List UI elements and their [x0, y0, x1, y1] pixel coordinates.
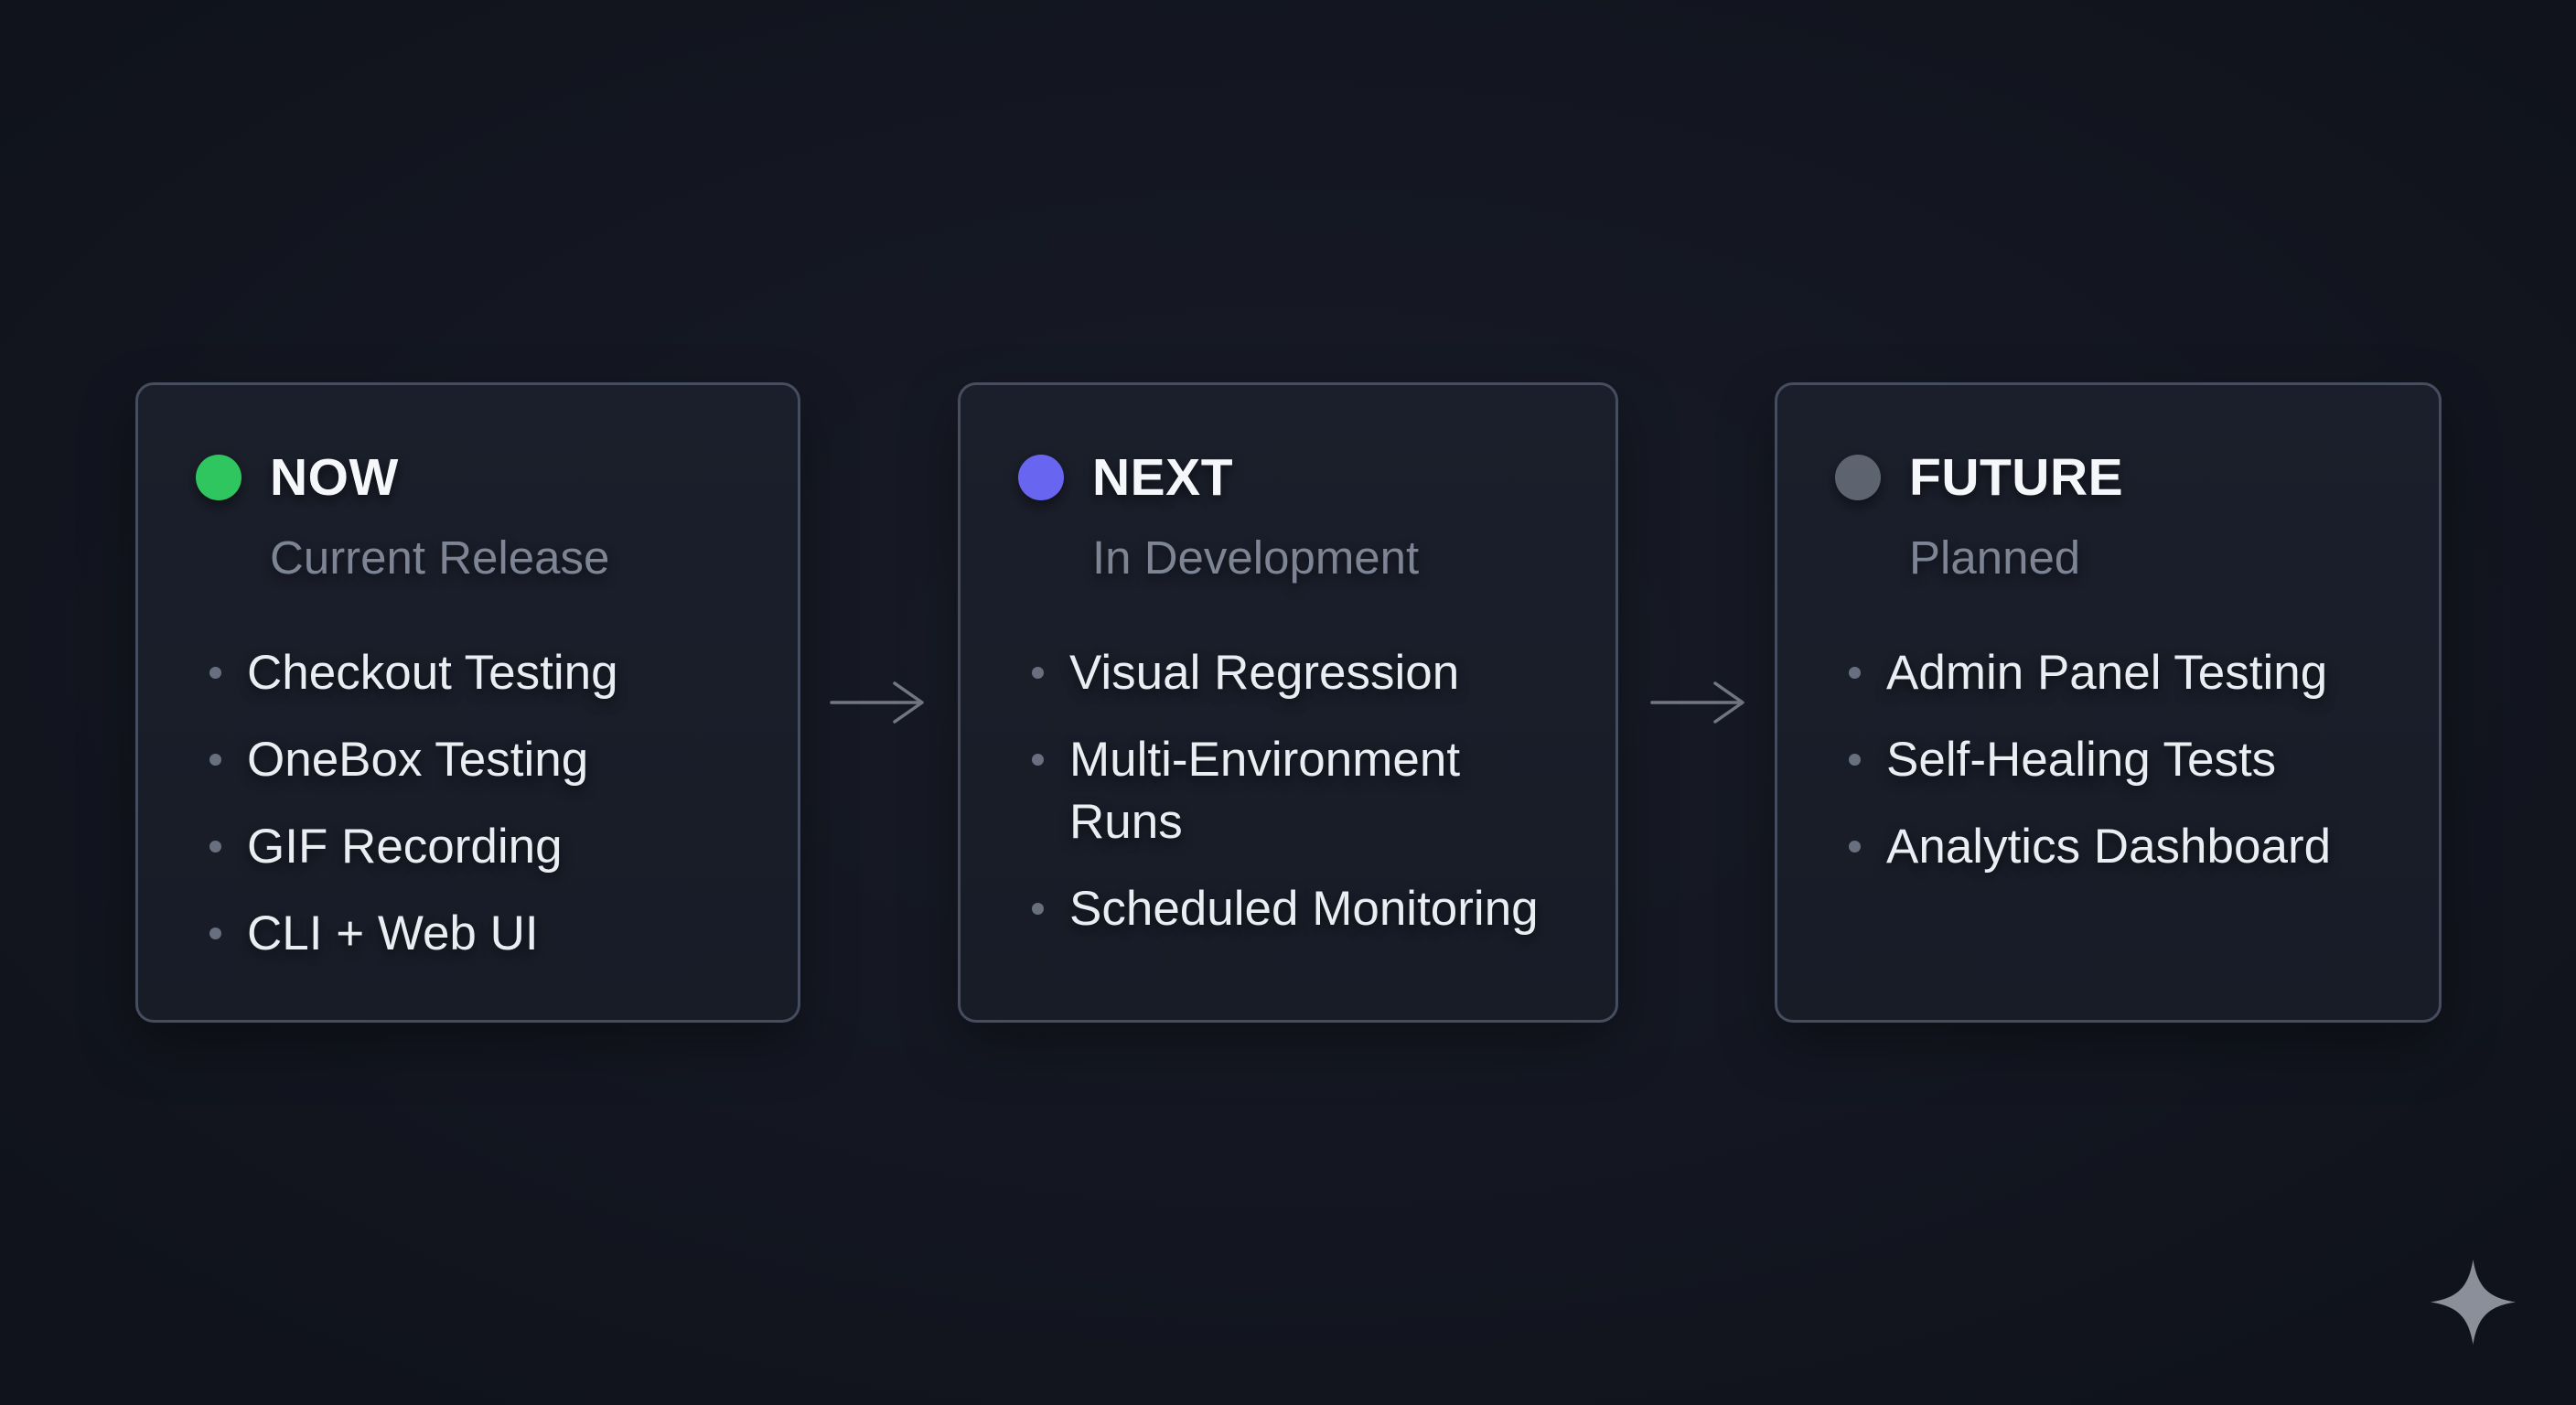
- roadmap-item: Scheduled Monitoring: [1032, 878, 1568, 940]
- card-item-list: Visual Regression Multi-Environment Runs…: [1018, 642, 1579, 940]
- arrow-right-icon: [1648, 675, 1750, 730]
- arrow-right-icon: [828, 675, 929, 730]
- roadmap-item: GIF Recording: [209, 816, 746, 878]
- sparkle-icon: [2429, 1258, 2517, 1346]
- status-dot-gray: [1835, 455, 1881, 500]
- status-dot-green: [196, 455, 242, 500]
- roadmap-card-next: NEXT In Development Visual Regression Mu…: [958, 382, 1618, 1023]
- roadmap-item: CLI + Web UI: [209, 903, 746, 965]
- roadmap-item: Self-Healing Tests: [1849, 729, 2385, 791]
- card-header: NEXT: [1018, 451, 1579, 504]
- card-subtitle: Current Release: [270, 531, 610, 584]
- card-item-list: Checkout Testing OneBox Testing GIF Reco…: [196, 642, 761, 965]
- card-item-list: Admin Panel Testing Self-Healing Tests A…: [1835, 642, 2402, 878]
- card-header: NOW: [196, 451, 761, 504]
- card-title: FUTURE: [1909, 448, 2124, 507]
- roadmap-card-future: FUTURE Planned Admin Panel Testing Self-…: [1775, 382, 2442, 1023]
- roadmap-item: Checkout Testing: [209, 642, 746, 704]
- roadmap-item: Analytics Dashboard: [1849, 816, 2385, 878]
- roadmap-item: OneBox Testing: [209, 729, 746, 791]
- card-subtitle: In Development: [1092, 531, 1420, 584]
- card-subtitle: Planned: [1909, 531, 2081, 584]
- roadmap-item: Visual Regression: [1032, 642, 1568, 704]
- roadmap-card-now: NOW Current Release Checkout Testing One…: [135, 382, 800, 1023]
- roadmap-item: Admin Panel Testing: [1849, 642, 2385, 704]
- card-header: FUTURE: [1835, 451, 2402, 504]
- roadmap-item: Multi-Environment Runs: [1032, 729, 1568, 853]
- status-dot-indigo: [1018, 455, 1064, 500]
- card-title: NEXT: [1092, 448, 1234, 507]
- card-title: NOW: [270, 448, 399, 507]
